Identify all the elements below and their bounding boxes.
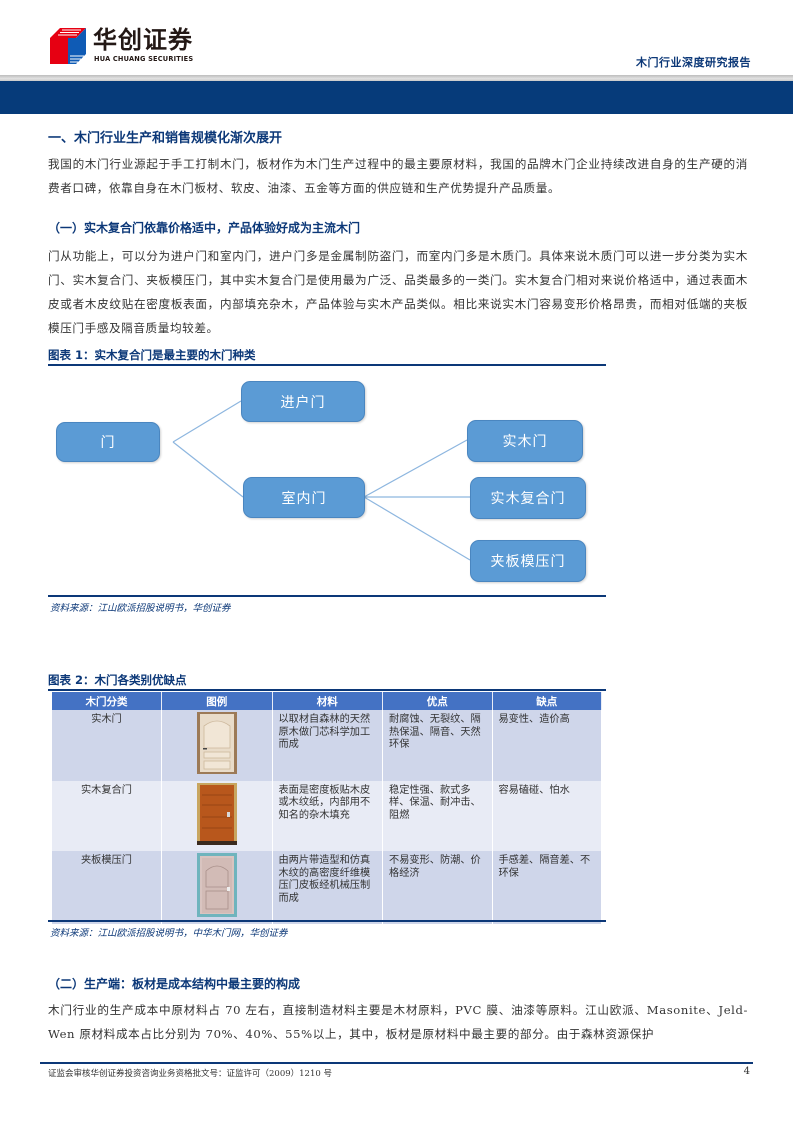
figure-1-source: 资料来源：江山欧派招股说明书，华创证券: [50, 603, 231, 614]
node-solid-wood-door: 实木门: [467, 420, 583, 462]
footer-license: 证监会审核华创证券投资咨询业务资格批文号：证监许可（2009）1210 号: [48, 1069, 332, 1079]
report-title: 木门行业深度研究报告: [636, 56, 751, 69]
column-header: 材料: [272, 692, 384, 710]
footer-rule: [40, 1062, 753, 1064]
figure-1-title: 图表 1：实木复合门是最主要的木门种类: [48, 348, 256, 362]
door-comparison-table: 木门分类 图例 材料 优点 缺点 实木门 以取材自森林的天然原木做门芯科学加工而…: [52, 692, 602, 924]
material-cell: 以取材自森林的天然原木做门芯科学加工而成: [272, 710, 384, 781]
node-entry-door: 进户门: [241, 381, 365, 422]
molded-door-image: [196, 853, 237, 917]
subsection-paragraph: 木门行业的生产成本中原材料占 70 左右，直接制造材料主要是木材原料，PVC 膜…: [48, 1003, 748, 1041]
section-paragraph: 我国的木门行业源起于手工打制木门，板材作为木门生产过程中的最主要原材料，我国的品…: [48, 157, 748, 195]
section-heading: 一、木门行业生产和销售规模化渐次展开: [48, 131, 283, 146]
table-row: 实木复合门 表面是密度板贴木皮或木纹纸，内部用不知名的杂木填充 稳定性强、款: [52, 780, 602, 851]
figure-2-title: 图表 2：木门各类别优缺点: [48, 673, 187, 687]
node-interior-door: 室内门: [243, 477, 365, 518]
brand-name-en: HUA CHUANG SECURITIES: [94, 55, 194, 63]
header-divider: [0, 75, 793, 81]
node-molded-door: 夹板模压门: [470, 540, 586, 582]
figure-2-source: 资料来源：江山欧派招股说明书，中华木门网，华创证券: [50, 928, 288, 939]
category-cell: 实木复合门: [52, 780, 162, 851]
door-type-tree-diagram: 门 进户门 室内门 实木门 实木复合门 夹板模压门: [48, 370, 606, 592]
figure-2-bottom-rule: [48, 920, 606, 922]
diagram-connectors: [172, 400, 471, 561]
cons-cell: 容易磕碰、怕水: [492, 780, 602, 851]
pros-cell: 不易变形、防潮、价格经济: [382, 851, 493, 924]
brand-name-cn: 华创证券: [93, 26, 193, 54]
material-cell: 由两片带造型和仿真木纹的高密度纤维模压门皮板经机械压制而成: [272, 851, 384, 924]
column-header: 图例: [161, 692, 273, 710]
logo-cube-icon: [50, 28, 86, 64]
image-cell: [161, 851, 273, 924]
figure-1-bottom-rule: [48, 595, 606, 597]
image-cell: [161, 710, 273, 781]
category-cell: 实木门: [52, 710, 162, 781]
subsection-heading: （二）生产端：板材是成本结构中最主要的构成: [48, 977, 301, 991]
company-logo: 华创证券 HUA CHUANG SECURITIES: [50, 26, 200, 66]
subsection-paragraph: 门从功能上，可以分为进户门和室内门，进户门多是金属制防盗门，而室内门多是木质门。…: [48, 249, 748, 335]
column-header: 优点: [382, 692, 493, 710]
figure-2-top-rule: [48, 689, 606, 691]
table-header-row: 木门分类 图例 材料 优点 缺点: [52, 692, 602, 710]
page-number: 4: [743, 1066, 750, 1077]
solid-wood-door-image: [196, 712, 237, 774]
table-row: 实木门 以取材自森林的天然原木做门芯科学加工而成 耐腐蚀、无裂纹、隔热保温、隔音…: [52, 710, 602, 781]
pros-cell: 稳定性强、款式多样、保温、耐冲击、阻燃: [382, 780, 493, 851]
material-cell: 表面是密度板贴木皮或木纹纸，内部用不知名的杂木填充: [272, 780, 384, 851]
node-door: 门: [56, 422, 160, 462]
header-band: [0, 81, 793, 114]
category-cell: 夹板模压门: [52, 851, 162, 924]
cons-cell: 手感差、隔音差、不环保: [492, 851, 602, 924]
image-cell: [161, 780, 273, 851]
page-header: 华创证券 HUA CHUANG SECURITIES 木门行业深度研究报告: [0, 0, 793, 115]
column-header: 木门分类: [52, 692, 162, 710]
figure-1-top-rule: [48, 364, 606, 366]
composite-wood-door-image: [196, 782, 237, 845]
column-header: 缺点: [492, 692, 602, 710]
pros-cell: 耐腐蚀、无裂纹、隔热保温、隔音、天然环保: [382, 710, 493, 781]
table-row: 夹板模压门 由两片带造型和仿真木纹的高密度纤维模压门皮板经机械压制而成 不易变形…: [52, 851, 602, 924]
subsection-heading: （一）实木复合门依靠价格适中，产品体验好成为主流木门: [48, 221, 361, 235]
cons-cell: 易变性、造价高: [492, 710, 602, 781]
node-composite-wood-door: 实木复合门: [470, 477, 586, 519]
